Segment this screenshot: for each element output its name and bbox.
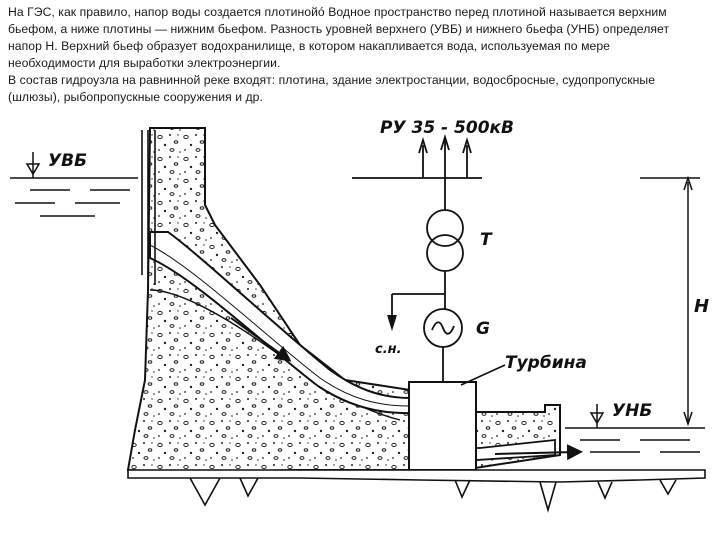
caption-line: необходимости для выработки электроэнерг… [8,56,281,70]
head-label: Н [694,296,709,317]
caption-text: На ГЭС, как правило, напор воды создаетс… [8,4,712,106]
downstream-level-marker: УНБ [589,401,652,428]
downstream-water [565,427,705,453]
generator: G [423,308,490,382]
upstream-level-marker: УВБ [25,151,87,178]
riverbed [127,469,706,513]
transformer: Т [426,209,493,310]
power-line-label: РУ 35 - 500кВ [380,118,514,138]
auxiliary-line: с.н. [375,293,445,357]
turbine-label: Турбина [505,353,587,373]
dam-body [126,127,561,474]
transformer-label: Т [480,230,493,250]
caption-line: (шлюзы), рыбопропускные сооружения и др. [8,90,263,104]
gate-slot [141,130,156,285]
auxiliary-label: с.н. [375,342,402,357]
head-dimension: Н [640,175,709,427]
upstream-level-label: УВБ [48,151,87,171]
generator-label: G [476,319,490,339]
caption-line: напор Н. Верхний бьеф образует водохрани… [8,39,610,53]
caption-line: На ГЭС, как правило, напор воды создаетс… [8,5,667,19]
upstream-water [10,177,138,217]
power-line: РУ 35 - 500кВ [352,118,514,210]
downstream-level-label: УНБ [612,401,652,421]
caption-line: В состав гидроузла на равнинной реке вхо… [8,73,656,87]
caption-line: бьефом, а ниже плотины — нижним бьефом. … [8,22,670,36]
